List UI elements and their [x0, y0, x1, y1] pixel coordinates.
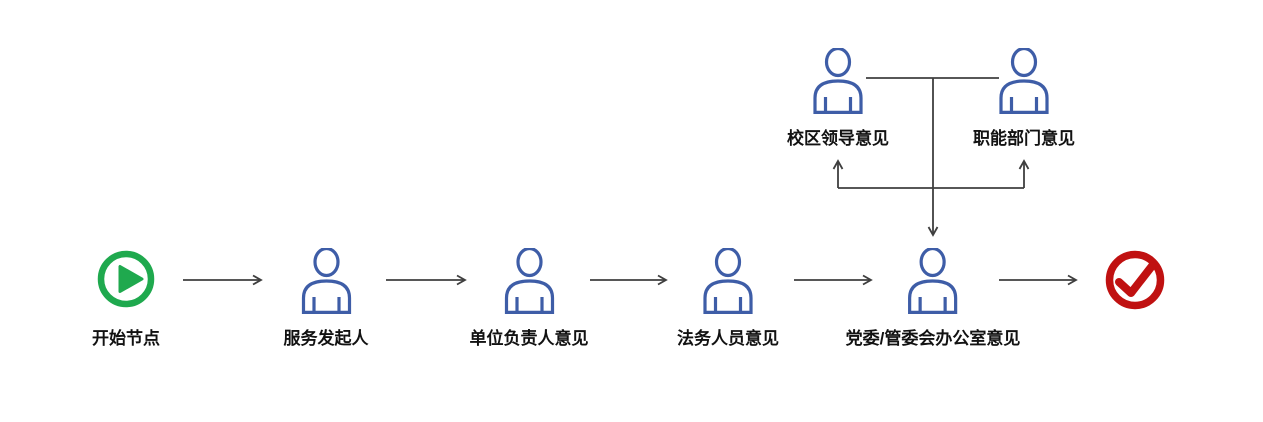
person-icon — [999, 48, 1049, 114]
person-icon — [813, 48, 863, 114]
node-party-committee-office-opinion[interactable]: 党委/管委会办公室意见 — [845, 248, 1021, 349]
node-label: 法务人员意见 — [677, 329, 779, 348]
person-icon — [908, 248, 958, 314]
check-circle-icon — [1105, 250, 1165, 310]
node-label: 开始节点 — [92, 329, 160, 348]
node-label: 校区领导意见 — [787, 129, 889, 148]
node-start[interactable]: 开始节点 — [92, 250, 160, 349]
node-label: 党委/管委会办公室意见 — [845, 329, 1021, 348]
node-unit-head-opinion[interactable]: 单位负责人意见 — [470, 248, 589, 349]
node-legal-staff-opinion[interactable]: 法务人员意见 — [677, 248, 779, 349]
node-label: 单位负责人意见 — [469, 329, 589, 348]
person-icon — [301, 248, 351, 314]
play-circle-icon — [97, 250, 155, 308]
node-label: 职能部门意见 — [973, 129, 1075, 148]
node-campus-leader-opinion[interactable]: 校区领导意见 — [787, 48, 889, 149]
node-end[interactable] — [1105, 250, 1165, 310]
node-label: 服务发起人 — [283, 329, 369, 348]
person-icon — [504, 248, 554, 314]
node-functional-dept-opinion[interactable]: 职能部门意见 — [973, 48, 1075, 149]
person-icon — [703, 248, 753, 314]
node-service-initiator[interactable]: 服务发起人 — [284, 248, 369, 349]
